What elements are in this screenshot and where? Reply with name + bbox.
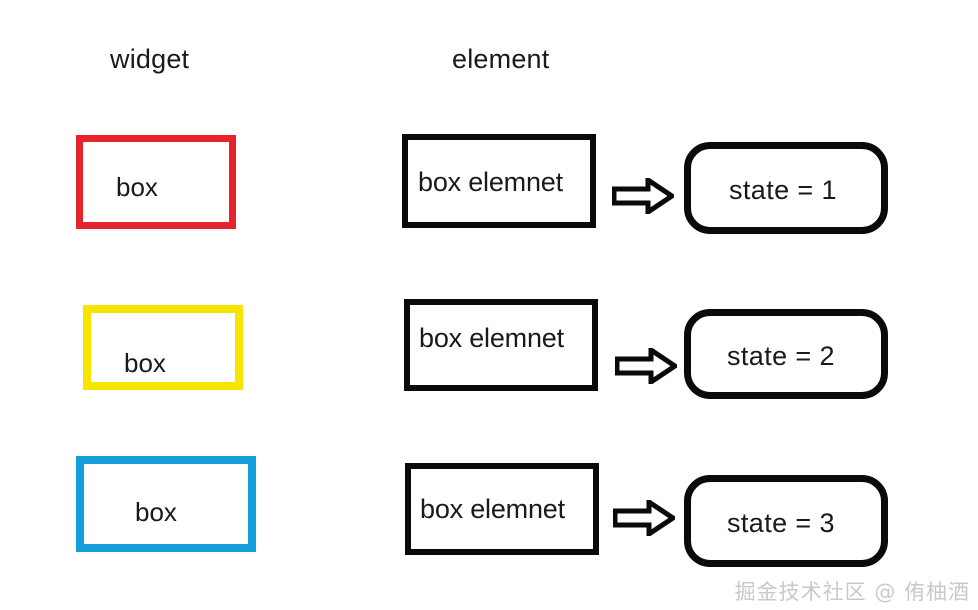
state-box-label: state = 1: [729, 175, 837, 205]
state-box-row-3: state = 3: [684, 475, 888, 567]
watermark-text: 掘金技术社区 @ 侑柚酒: [734, 580, 970, 604]
widget-box-label: box: [124, 348, 166, 378]
arrow-right-icon: [613, 500, 675, 536]
arrow-right-icon: [612, 178, 674, 214]
state-box-row-2: state = 2: [684, 309, 888, 399]
widget-box-red: box: [76, 135, 236, 229]
element-box-row-1: box elemnet: [402, 134, 596, 228]
widget-box-blue: box: [76, 456, 256, 552]
element-box-label: box elemnet: [420, 494, 565, 524]
arrow-right-icon: [615, 348, 677, 384]
widget-box-label: box: [116, 172, 158, 202]
state-box-label: state = 2: [727, 341, 835, 371]
element-box-row-2: box elemnet: [404, 299, 598, 391]
element-box-row-3: box elemnet: [405, 463, 599, 555]
state-box-row-1: state = 1: [684, 142, 888, 234]
element-box-label: box elemnet: [419, 323, 564, 353]
state-box-label: state = 3: [727, 508, 835, 538]
column-heading-widget: widget: [110, 44, 190, 74]
widget-box-label: box: [135, 497, 177, 527]
element-box-label: box elemnet: [418, 167, 563, 197]
widget-box-yellow: box: [83, 305, 243, 390]
column-heading-element: element: [452, 44, 550, 74]
